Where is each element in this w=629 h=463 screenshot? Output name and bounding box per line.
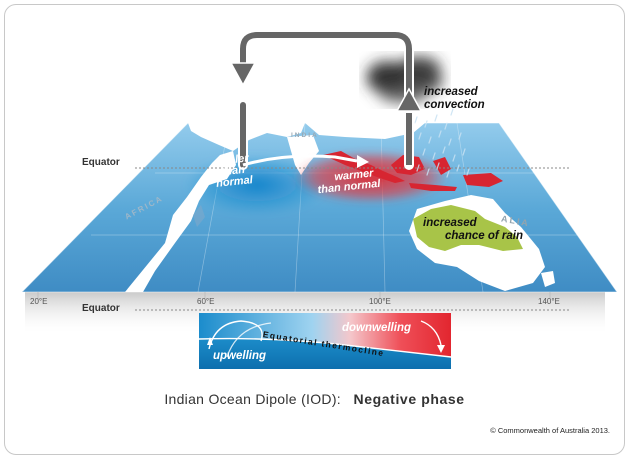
ocean-cross-section — [198, 313, 452, 369]
cross-section-deep-water — [199, 338, 451, 369]
longitude-guides — [37, 292, 551, 299]
figure-caption: Indian Ocean Dipole (IOD): Negative phas… — [5, 391, 624, 407]
equator-label: Equator — [82, 157, 120, 168]
upwelling-arrow-icon — [208, 320, 263, 350]
africa-shading — [193, 205, 205, 227]
longitude-tick-140e: 140°E — [538, 297, 560, 306]
upwelling-label: upwelling — [213, 350, 267, 362]
diagram-canvas — [20, 30, 618, 369]
india-label: INDIA — [291, 132, 319, 139]
java-landmass — [409, 183, 457, 191]
increased-rain-region — [413, 205, 523, 251]
new-guinea-landmass — [463, 173, 503, 187]
caption-phase: Negative phase — [353, 391, 465, 407]
iod-diagram: Equator Equator AFRICA INDIA ALIA cooler… — [4, 4, 625, 455]
east-asia-landmass — [305, 123, 425, 139]
increased-chance-of-rain-label: increased chance of rain — [423, 217, 523, 243]
longitude-tick-20e: 20°E — [30, 297, 48, 306]
africa-landmass — [125, 151, 236, 292]
longitude-tick-60e: 60°E — [197, 297, 215, 306]
convection-label-line1: increased — [424, 86, 478, 98]
downwelling-arrow-icon — [420, 320, 442, 346]
map-outline — [20, 122, 618, 293]
rain-label-line2: chance of rain — [445, 230, 523, 242]
equator-label-cross-section: Equator — [82, 303, 120, 314]
convection-label-line2: convection — [424, 99, 485, 111]
caption-prefix: Indian Ocean Dipole (IOD): — [164, 391, 341, 407]
rain-label-line1: increased — [423, 217, 477, 229]
downwelling-label: downwelling — [342, 322, 411, 334]
longitude-tick-100e: 100°E — [369, 297, 391, 306]
increased-convection-label: increased convection — [424, 86, 485, 112]
cooler-than-normal-label: cooler than normal — [213, 152, 253, 189]
circulation-arrow-icon — [229, 30, 423, 170]
sulawesi-landmass — [433, 157, 451, 175]
copyright-notice: © Commonwealth of Australia 2013. — [490, 426, 610, 435]
tasmania-landmass — [541, 271, 555, 287]
thermocline-line — [198, 337, 452, 358]
